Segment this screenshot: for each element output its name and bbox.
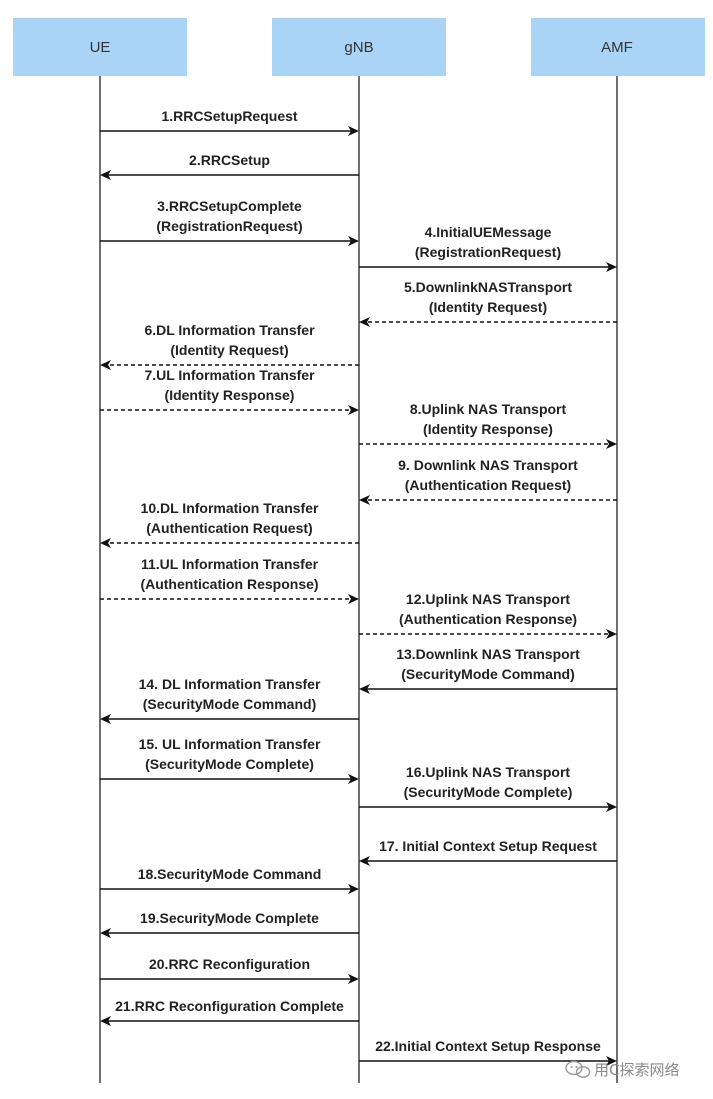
message-15-arrowhead: [348, 774, 359, 784]
watermark-text: 用C探索网络: [594, 1061, 679, 1079]
message-10-label-2: (Authentication Request): [146, 520, 312, 536]
message-20: 20.RRC Reconfiguration: [100, 956, 359, 984]
actor-gnb-box: [272, 18, 446, 76]
message-14: 14. DL Information Transfer (SecurityMode…: [100, 676, 359, 724]
message-19-arrowhead: [100, 928, 111, 938]
message-13: 13.Downlink NAS Transport (SecurityMode C…: [359, 646, 617, 694]
message-7-arrowhead: [348, 405, 359, 415]
message-9-label-2: (Authentication Request): [405, 477, 571, 493]
message-2-arrowhead: [100, 170, 111, 180]
message-11-label-1: 11.UL Information Transfer: [141, 556, 319, 572]
message-20-label-1: 20.RRC Reconfiguration: [149, 956, 310, 972]
message-4-label-2: (RegistrationRequest): [415, 244, 561, 260]
wechat-icon: [565, 1060, 591, 1078]
message-16-arrowhead: [606, 802, 617, 812]
message-5: 5.DownlinkNASTransport (Identity Request): [359, 279, 617, 327]
message-5-label-1: 5.DownlinkNASTransport: [404, 279, 572, 295]
message-10: 10.DL Information Transfer (Authenticatio…: [100, 500, 359, 548]
message-18-arrowhead: [348, 884, 359, 894]
message-1-label-1: 1.RRCSetupRequest: [161, 108, 297, 124]
messages: 1.RRCSetupRequest 2.RRCSetup 3.RRCSetupCom…: [100, 108, 617, 1066]
actor-amf-box: [531, 18, 705, 76]
message-22-label-1: 22.Initial Context Setup Response: [375, 1038, 601, 1054]
message-9-arrowhead: [359, 495, 370, 505]
message-2-label-1: 2.RRCSetup: [189, 152, 270, 168]
message-16-label-2: (SecurityMode Complete): [404, 784, 573, 800]
message-7: 7.UL Information Transfer (Identity Respo…: [100, 367, 359, 415]
actor-amf: AMF: [531, 18, 705, 76]
message-15-label-2: (SecurityMode Complete): [145, 756, 314, 772]
message-12-label-1: 12.Uplink NAS Transport: [406, 591, 570, 607]
message-15: 15. UL Information Transfer (SecurityMode…: [100, 736, 359, 784]
message-18-label-1: 18.SecurityMode Command: [138, 866, 322, 882]
message-8-arrowhead: [606, 439, 617, 449]
message-21: 21.RRC Reconfiguration Complete: [100, 998, 359, 1026]
message-8-label-2: (Identity Response): [423, 421, 553, 437]
watermark: 用C探索网络: [565, 1060, 679, 1079]
actor-amf-label: AMF: [601, 39, 633, 56]
message-12-arrowhead: [606, 629, 617, 639]
message-4-arrowhead: [606, 262, 617, 272]
message-13-label-1: 13.Downlink NAS Transport: [396, 646, 580, 662]
message-4-label-1: 4.InitialUEMessage: [425, 224, 552, 240]
message-16-label-1: 16.Uplink NAS Transport: [406, 764, 570, 780]
message-19-label-1: 19.SecurityMode Complete: [140, 910, 319, 926]
message-20-arrowhead: [348, 974, 359, 984]
message-6-label-1: 6.DL Information Transfer: [144, 322, 315, 338]
message-19: 19.SecurityMode Complete: [100, 910, 359, 938]
message-9-label-1: 9. Downlink NAS Transport: [398, 457, 578, 473]
actors: UE gNB AMF: [13, 18, 705, 76]
message-3-arrowhead: [348, 236, 359, 246]
message-1: 1.RRCSetupRequest: [100, 108, 359, 136]
message-13-label-2: (SecurityMode Command): [401, 666, 574, 682]
message-6: 6.DL Information Transfer (Identity Reque…: [100, 322, 359, 370]
message-18: 18.SecurityMode Command: [100, 866, 359, 894]
message-2: 2.RRCSetup: [100, 152, 359, 180]
message-6-label-2: (Identity Request): [170, 342, 288, 358]
message-22-arrowhead: [606, 1056, 617, 1066]
message-10-arrowhead: [100, 538, 111, 548]
message-14-label-1: 14. DL Information Transfer: [139, 676, 321, 692]
message-16: 16.Uplink NAS Transport (SecurityMode Com…: [359, 764, 617, 812]
message-3: 3.RRCSetupComplete (RegistrationRequest): [100, 198, 359, 246]
actor-ue: UE: [13, 18, 187, 76]
message-7-label-1: 7.UL Information Transfer: [144, 367, 315, 383]
message-14-label-2: (SecurityMode Command): [143, 696, 316, 712]
message-10-label-1: 10.DL Information Transfer: [141, 500, 319, 516]
actor-ue-box: [13, 18, 187, 76]
message-11-arrowhead: [348, 594, 359, 604]
message-6-arrowhead: [100, 360, 111, 370]
message-5-label-2: (Identity Request): [429, 299, 547, 315]
message-7-label-2: (Identity Response): [165, 387, 295, 403]
message-17: 17. Initial Context Setup Request: [359, 838, 617, 866]
message-12: 12.Uplink NAS Transport (Authentication R…: [359, 591, 617, 639]
message-17-label-1: 17. Initial Context Setup Request: [379, 838, 597, 854]
message-17-arrowhead: [359, 856, 370, 866]
actor-gnb: gNB: [272, 18, 446, 76]
message-5-arrowhead: [359, 317, 370, 327]
message-3-label-2: (RegistrationRequest): [156, 218, 302, 234]
message-15-label-1: 15. UL Information Transfer: [139, 736, 321, 752]
actor-gnb-label: gNB: [344, 39, 373, 56]
message-1-arrowhead: [348, 126, 359, 136]
message-21-label-1: 21.RRC Reconfiguration Complete: [115, 998, 344, 1014]
lifelines: [99, 76, 618, 1083]
message-14-arrowhead: [100, 714, 111, 724]
message-22: 22.Initial Context Setup Response: [359, 1038, 617, 1066]
message-13-arrowhead: [359, 684, 370, 694]
message-21-arrowhead: [100, 1016, 111, 1026]
message-8-label-1: 8.Uplink NAS Transport: [410, 401, 567, 417]
message-3-label-1: 3.RRCSetupComplete: [157, 198, 302, 214]
message-11-label-2: (Authentication Response): [140, 576, 318, 592]
message-9: 9. Downlink NAS Transport (Authentication…: [359, 457, 617, 505]
message-11: 11.UL Information Transfer (Authenticatio…: [100, 556, 359, 604]
message-4: 4.InitialUEMessage (RegistrationRequest): [359, 224, 617, 272]
message-12-label-2: (Authentication Response): [399, 611, 577, 627]
message-8: 8.Uplink NAS Transport (Identity Response…: [359, 401, 617, 449]
actor-ue-label: UE: [90, 39, 111, 56]
